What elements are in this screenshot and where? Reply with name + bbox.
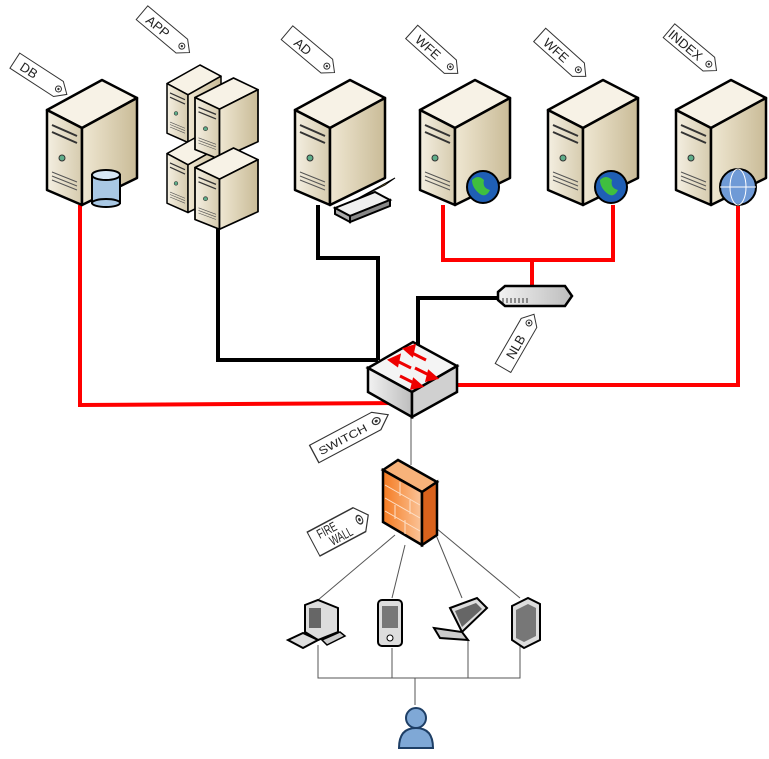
index-tag: INDEX <box>662 23 723 78</box>
wfe-server-1[interactable] <box>418 78 512 207</box>
wfe2-tag: WFE <box>533 27 593 84</box>
firewall-device[interactable] <box>380 458 440 548</box>
wfe-link <box>441 205 615 262</box>
nlb-tag: NLB <box>494 309 543 373</box>
globe-icon <box>594 170 628 204</box>
tablet-device[interactable] <box>511 596 541 650</box>
ad-link <box>316 205 380 360</box>
ad-server[interactable] <box>293 78 396 224</box>
globe-grid-icon <box>719 168 757 206</box>
db-server[interactable] <box>45 78 139 208</box>
firewall-tag: FIRE WALL <box>306 502 376 557</box>
user-icon <box>397 707 435 749</box>
index-server[interactable] <box>674 78 768 207</box>
index-link <box>457 205 740 387</box>
nlb-device[interactable] <box>496 284 574 308</box>
app-tag: APP <box>135 5 196 60</box>
switch-device[interactable] <box>365 340 460 420</box>
desktop-computer[interactable] <box>285 598 347 650</box>
database-icon <box>91 169 121 208</box>
ad-tag: AD <box>280 25 341 80</box>
wfe1-tag: WFE <box>405 24 465 81</box>
pda-device[interactable] <box>377 599 403 647</box>
app-link <box>216 222 378 362</box>
thin-links <box>317 415 521 705</box>
app-server-cluster[interactable] <box>166 64 259 231</box>
globe-icon <box>466 170 500 204</box>
db-link <box>78 205 393 408</box>
switch-tag: SWITCH <box>308 405 394 464</box>
directory-icon <box>332 177 396 224</box>
db-tag: DB <box>9 52 73 103</box>
wfe-server-2[interactable] <box>546 78 640 207</box>
links <box>78 205 740 408</box>
switch-arrows-icon <box>386 343 440 390</box>
laptop-device[interactable] <box>432 596 489 642</box>
nlb-link <box>416 296 498 345</box>
